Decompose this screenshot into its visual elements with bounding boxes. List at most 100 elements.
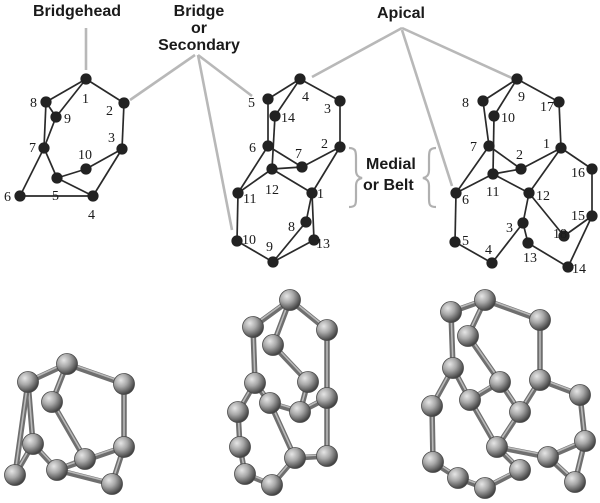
- ball: [297, 371, 319, 393]
- ball: [316, 319, 338, 341]
- atom-number-8: 8: [30, 96, 37, 111]
- atom-17: [553, 96, 565, 108]
- ball: [440, 301, 462, 323]
- atom-number-6: 6: [462, 193, 469, 208]
- bond-7-6: [455, 145, 490, 194]
- bond-1-2: [520, 147, 562, 170]
- ball: [509, 401, 531, 423]
- bond-9-10: [493, 78, 518, 117]
- atom-11: [487, 168, 499, 180]
- ball: [101, 473, 123, 495]
- atom-1: [80, 73, 92, 85]
- bond-9-17: [516, 78, 560, 103]
- atom-10: [488, 110, 500, 122]
- bond-3-4: [92, 148, 123, 197]
- atom-9: [511, 73, 523, 85]
- atom-2: [515, 163, 527, 175]
- adamantane-3d: [4, 353, 135, 495]
- atom-number-9: 9: [518, 90, 525, 105]
- bond-4-5: [56, 177, 94, 197]
- atom-number-7: 7: [295, 147, 302, 162]
- bond-7-8: [43, 101, 47, 149]
- bond-3-10: [85, 148, 123, 170]
- atom-number-9: 9: [64, 112, 71, 127]
- atom-6: [14, 190, 26, 202]
- ball: [486, 436, 508, 458]
- ball: [422, 451, 444, 473]
- atom-number-1: 1: [82, 92, 89, 107]
- bond-1-8: [45, 78, 87, 103]
- ball: [244, 372, 266, 394]
- atom-number-7: 7: [29, 141, 36, 156]
- bond-17-1: [558, 101, 562, 149]
- bond-3-4: [491, 222, 524, 264]
- apical-leader-right: [401, 26, 513, 80]
- atom-number-10: 10: [242, 233, 256, 248]
- ball: [262, 334, 284, 356]
- ball: [474, 477, 496, 499]
- atom-number-1: 1: [317, 187, 324, 202]
- atom-2: [334, 141, 346, 153]
- atom-18: [558, 230, 570, 242]
- label-or-belt: or Belt: [363, 177, 414, 194]
- atom-number-3: 3: [108, 131, 115, 146]
- bond-11-12: [492, 173, 530, 194]
- bond-7-2: [488, 145, 522, 170]
- atom-7: [38, 142, 50, 154]
- ball: [421, 395, 443, 417]
- triamantane-3d: [421, 289, 596, 499]
- atom-6: [262, 140, 274, 152]
- ball: [284, 447, 306, 469]
- bond-1-16: [560, 147, 593, 170]
- ball: [4, 464, 26, 486]
- bond-15-14: [567, 215, 593, 268]
- atom-number-16: 16: [571, 166, 585, 181]
- ball: [489, 371, 511, 393]
- bond-2-1: [311, 146, 341, 194]
- atom-number-15: 15: [571, 209, 585, 224]
- atom-16: [586, 163, 598, 175]
- ball: [537, 446, 559, 468]
- label-apical: Apical: [377, 5, 425, 22]
- ball: [261, 474, 283, 496]
- ball: [316, 445, 338, 467]
- atom-1: [306, 187, 318, 199]
- atom-13: [522, 237, 534, 249]
- atom-3: [517, 217, 529, 229]
- bond-6-5: [454, 192, 457, 243]
- ball: [113, 373, 135, 395]
- ball: [46, 459, 68, 481]
- atom-number-14: 14: [281, 111, 295, 126]
- ball: [113, 436, 135, 458]
- bond-8-7: [482, 100, 490, 147]
- bond-9-13: [272, 239, 315, 263]
- atom-number-10: 10: [78, 148, 92, 163]
- atom-number-14: 14: [572, 262, 586, 277]
- atom-14: [562, 261, 574, 273]
- bridge-leader-mid: [197, 53, 253, 98]
- atom-5: [262, 93, 274, 105]
- bond-6-7: [19, 147, 45, 197]
- ball: [457, 325, 479, 347]
- bond-15-18: [563, 215, 593, 237]
- label-or: or: [191, 20, 207, 37]
- atom-number-4: 4: [302, 90, 309, 105]
- atom-10: [231, 235, 243, 247]
- atom-number-5: 5: [52, 189, 59, 204]
- bond-1-13: [311, 192, 315, 241]
- ball: [56, 353, 78, 375]
- atom-number-5: 5: [462, 234, 469, 249]
- bond-4-3: [299, 78, 341, 102]
- ball: [474, 289, 496, 311]
- atom-5: [51, 172, 63, 184]
- atom-4: [486, 257, 498, 269]
- bond-8-9: [272, 221, 307, 263]
- ball: [509, 459, 531, 481]
- atom-number-8: 8: [288, 220, 295, 235]
- ball: [447, 467, 469, 489]
